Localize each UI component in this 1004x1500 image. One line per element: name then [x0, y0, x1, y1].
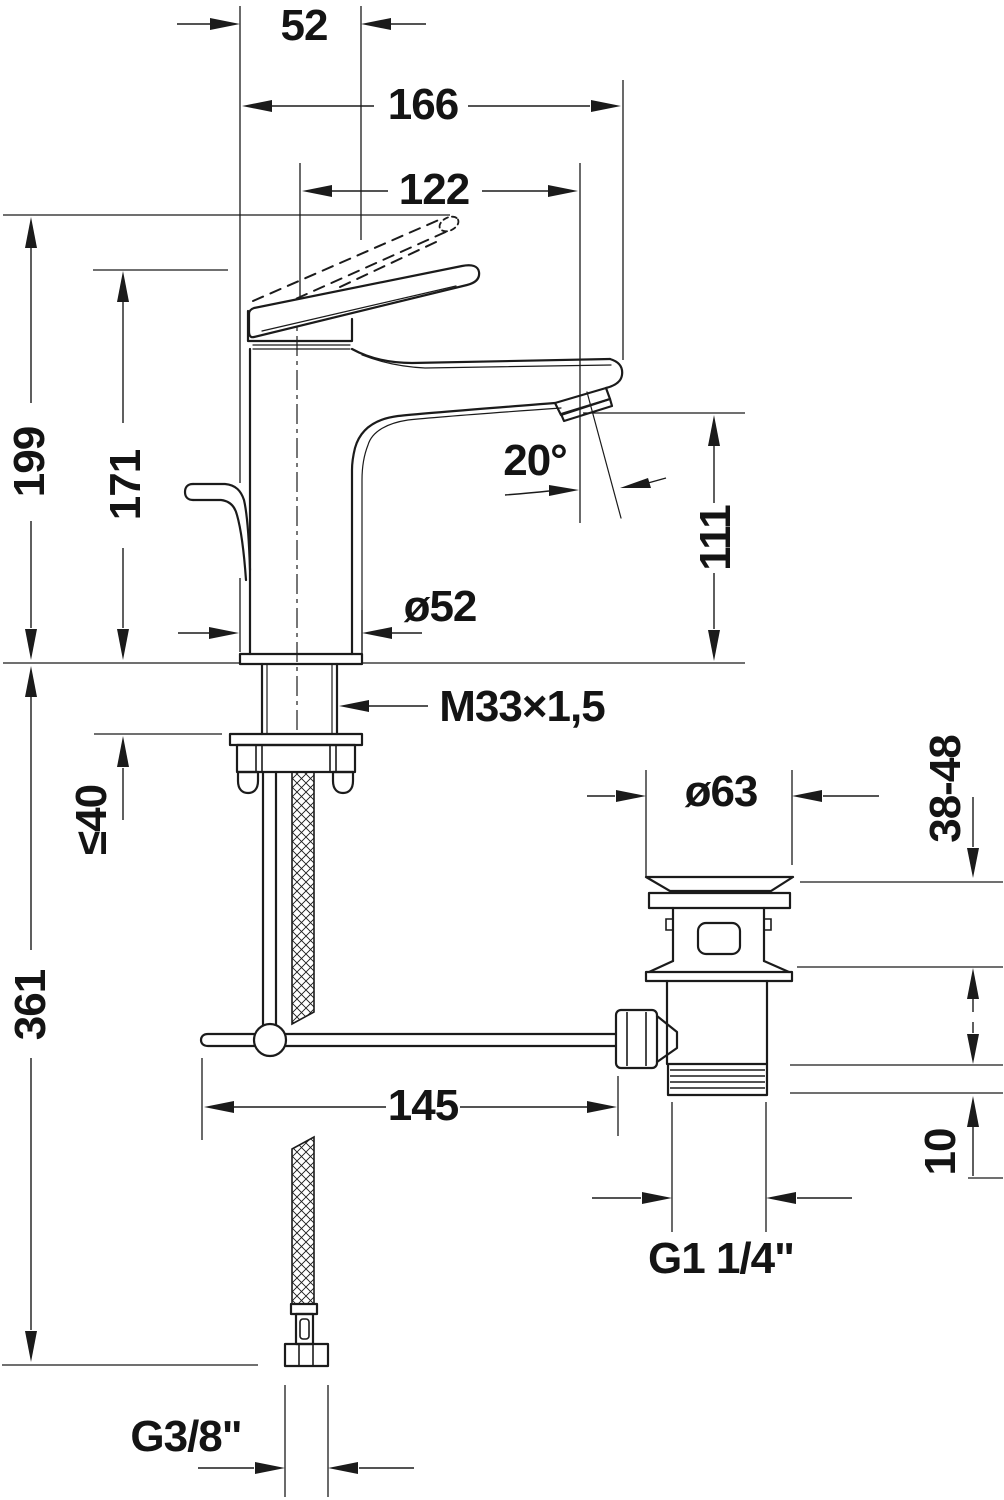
dim-rod-length: 145: [387, 1081, 459, 1130]
base-plate: [238, 652, 364, 666]
pull-rod-knob: [183, 482, 252, 582]
dim-height-overall: 199: [5, 426, 54, 498]
dimension-lines: [25, 18, 979, 1474]
water-stream-line: [586, 391, 622, 519]
faucet-body: [183, 215, 624, 1368]
spout-and-column: [238, 347, 624, 666]
waste-plug: [644, 875, 795, 893]
waste-window: [696, 921, 742, 956]
washer-plate: [228, 732, 364, 747]
mounting-nut: [235, 743, 357, 774]
hose-nut: [283, 1342, 330, 1368]
label-hose-thread: G3/8": [130, 1412, 242, 1461]
raised-handle-dashed: [252, 215, 460, 315]
dim-width-top: 52: [280, 1, 329, 50]
dim-deck-thickness: ≤40: [67, 784, 116, 856]
reference-lines: [2, 6, 1003, 1497]
hose-collar: [289, 1302, 319, 1316]
handle-lever: [247, 264, 481, 339]
linkage-rod: [199, 770, 618, 1058]
dim-width-spout: 122: [398, 165, 470, 214]
dim-height-total: 361: [6, 969, 55, 1041]
dim-base-diameter: ø52: [403, 582, 478, 631]
dim-spout-angle: 20°: [503, 436, 568, 485]
waste-lower-flange: [644, 970, 794, 983]
pop-up-waste: [614, 875, 795, 1097]
dim-width-overall: 166: [387, 80, 459, 129]
dim-height-spout: 111: [691, 505, 740, 571]
supply-hose: [283, 771, 330, 1368]
dim-waste-diameter: ø63: [684, 767, 759, 816]
dim-height-handle: 171: [101, 449, 150, 521]
dim-waste-offset: 10: [916, 1128, 965, 1176]
dim-waste-deck-range: 38-48: [921, 735, 970, 843]
waste-flange: [647, 891, 792, 910]
mounting-hardware: [228, 662, 364, 795]
label-shank-thread: M33×1,5: [439, 682, 605, 731]
label-waste-thread: G1 1/4": [648, 1234, 795, 1283]
waste-thread: [666, 1062, 769, 1097]
ball-joint: [252, 1022, 288, 1058]
handle-cap: [246, 309, 354, 350]
aerator-ring: [559, 397, 614, 423]
linkage-coupler: [614, 1008, 659, 1070]
